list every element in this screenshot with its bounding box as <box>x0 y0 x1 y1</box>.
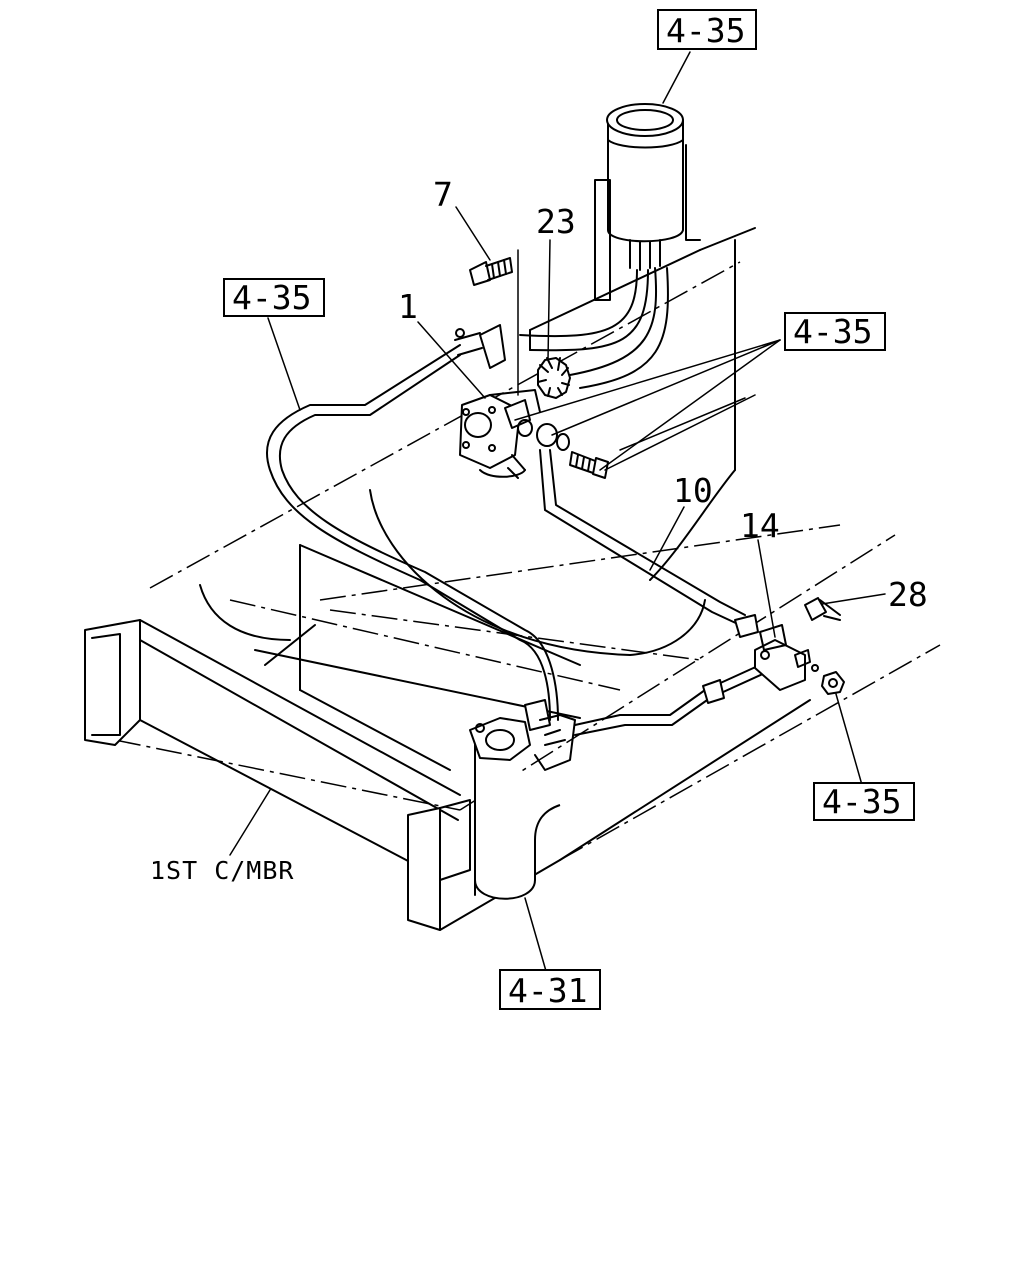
label-part-23: 23 <box>536 202 576 241</box>
cross-member <box>84 544 581 931</box>
bolt-7 <box>469 249 519 396</box>
ref-box-right-label: 4-35 <box>793 312 872 351</box>
ref-box-left-label: 4-35 <box>232 278 311 317</box>
ref-box-bottom[interactable]: 4-31 <box>499 969 601 1010</box>
steering-gear <box>469 699 576 900</box>
label-part-1: 1 <box>398 287 418 326</box>
banjo-bolt <box>569 394 756 479</box>
bolt-28 <box>804 597 841 621</box>
upper-bracket <box>454 324 506 369</box>
part-number-labels: 7 23 1 10 14 28 <box>398 175 928 614</box>
ref-box-top[interactable]: 4-35 <box>657 9 757 50</box>
side-rail <box>369 227 811 931</box>
label-part-28: 28 <box>888 575 928 614</box>
pulley-23 <box>537 357 571 399</box>
ref-box-lower-right[interactable]: 4-35 <box>813 782 915 821</box>
nut <box>821 671 845 695</box>
pressure-pipe-10 <box>539 449 746 626</box>
pump-assembly <box>459 389 570 479</box>
bracket-14 <box>702 614 819 704</box>
leader-lines <box>229 51 886 986</box>
reservoir <box>594 103 701 301</box>
reservoir-hoses <box>519 267 669 389</box>
label-part-7: 7 <box>433 175 453 214</box>
ref-box-left[interactable]: 4-35 <box>223 278 325 317</box>
label-part-14: 14 <box>740 506 780 545</box>
label-part-10: 10 <box>673 471 713 510</box>
lower-pipe <box>574 664 766 736</box>
frame-rails <box>114 261 941 861</box>
cross-member-label: 1ST C/MBR <box>150 856 294 885</box>
ref-box-top-label: 4-35 <box>666 11 745 50</box>
ref-box-right[interactable]: 4-35 <box>784 312 886 351</box>
ref-box-bottom-label: 4-31 <box>508 971 587 1010</box>
ref-box-lower-right-label: 4-35 <box>822 782 901 821</box>
left-return-pipe <box>265 344 559 721</box>
